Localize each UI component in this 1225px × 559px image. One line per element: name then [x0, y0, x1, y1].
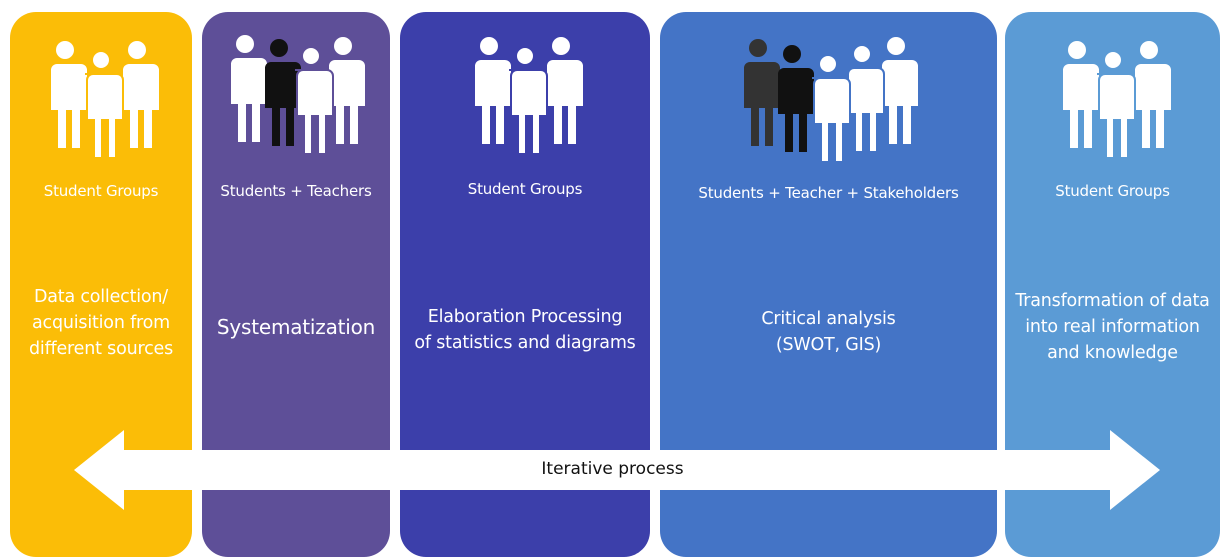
people-group-icon-svg [49, 41, 159, 159]
people-group-icon [202, 34, 390, 164]
people-group-icon-svg [741, 37, 918, 163]
description-line: different sources [29, 339, 173, 359]
description-line: acquisition from [32, 313, 170, 333]
person-icon [1060, 41, 1099, 148]
double-headed-arrow-icon [74, 430, 1160, 510]
person-icon [327, 37, 365, 144]
people-group-icon [400, 36, 650, 166]
people-group-icon [10, 40, 192, 170]
person-icon [545, 37, 583, 144]
iterative-process-label: Iterative process [541, 459, 684, 479]
description-line: into real information [1025, 317, 1200, 337]
stage-description: Systematization [206, 314, 386, 340]
description-line: and knowledge [1047, 343, 1178, 363]
person-icon [229, 35, 267, 142]
arrow-shape [74, 430, 1160, 510]
description-line: Elaboration Processing [427, 307, 623, 327]
person-icon [811, 54, 851, 163]
person-icon [509, 46, 548, 155]
person-icon [85, 50, 124, 159]
person-icon [121, 41, 159, 148]
description-line: of statistics and diagrams [414, 333, 636, 353]
group-label: Student Groups [43, 182, 159, 200]
group-label: Student Groups [467, 180, 583, 198]
stage-description: Critical analysis (SWOT, GIS) [664, 306, 993, 358]
person-icon [741, 39, 780, 146]
people-group-icon-svg [473, 37, 583, 155]
person-icon [879, 37, 918, 144]
description-line: (SWOT, GIS) [775, 335, 882, 355]
description-line: Data collection/ [33, 287, 168, 307]
group-label: Student Groups [1055, 182, 1170, 200]
person-icon [775, 45, 814, 152]
group-label: Students + Teacher + Stakeholders [698, 184, 959, 202]
stage-description: Data collection/ acquisition from differ… [14, 284, 188, 362]
people-group-icon-svg [229, 35, 365, 155]
people-group-icon-svg [1060, 41, 1171, 159]
person-icon [1096, 50, 1136, 159]
person-icon [295, 46, 334, 155]
person-icon [473, 37, 511, 144]
people-group-icon [660, 36, 997, 171]
stage-description: Elaboration Processing of statistics and… [404, 304, 646, 356]
person-icon [49, 41, 87, 148]
description-line: Systematization [216, 315, 376, 339]
person-icon [845, 44, 885, 153]
person-icon [1132, 41, 1171, 148]
people-group-icon [1005, 40, 1220, 170]
description-line: Critical analysis [761, 309, 896, 329]
stage-description: Transformation of data into real informa… [1009, 288, 1216, 366]
group-label: Students + Teachers [220, 182, 372, 200]
description-line: Transformation of data [1015, 291, 1210, 311]
person-icon [263, 39, 301, 146]
